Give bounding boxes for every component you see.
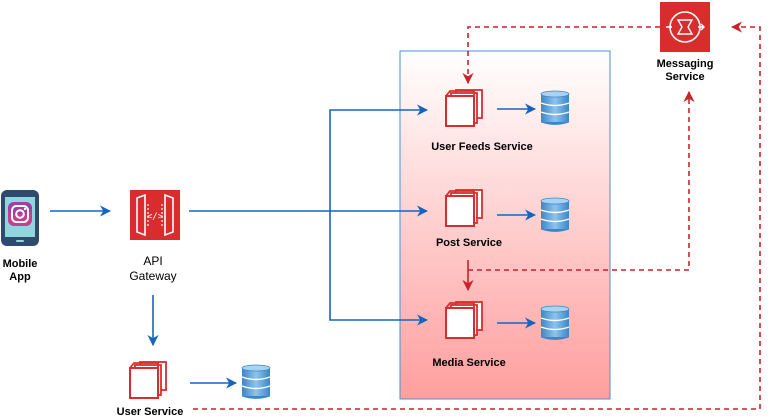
mobile-app-node[interactable]: Mobile App (1, 190, 39, 283)
user-service-node[interactable]: User Service (117, 361, 184, 418)
user-feeds-db-icon (540, 90, 570, 126)
dashed-arrow-messaging-to-user-feeds (462, 26, 660, 85)
messaging-service-node[interactable]: Messaging Service (657, 2, 714, 83)
user-feeds-service-node[interactable]: User Feeds Service (431, 89, 533, 153)
api-gateway-label-line2: Gateway (129, 269, 176, 283)
dashed-arrow-user-service-to-messaging (193, 21, 761, 410)
api-gateway-icon: </> (130, 190, 180, 240)
arrow-gateway-to-user-feeds (329, 104, 429, 211)
user-service-db-icon (241, 364, 271, 400)
mobile-app-label-line2: App (9, 271, 31, 283)
api-gateway-label-line1: API (143, 254, 162, 268)
messaging-service-label-line2: Service (665, 71, 704, 83)
api-gateway-node[interactable]: </> API Gateway (129, 190, 180, 283)
user-feeds-service-label: User Feeds Service (431, 141, 533, 153)
post-service-db-icon (540, 197, 570, 233)
post-service-node[interactable]: Post Service (436, 189, 502, 249)
arrow-gateway-to-media (329, 211, 429, 326)
dashed-arrow-post-to-messaging (468, 90, 695, 271)
instagram-phone-icon (1, 190, 39, 246)
sqs-queue-icon (660, 2, 710, 52)
services-container-box (399, 50, 611, 400)
mobile-app-label-line1: Mobile (3, 258, 38, 270)
media-service-label: Media Service (432, 357, 505, 369)
user-service-label: User Service (117, 406, 184, 418)
svg-text:</>: </> (147, 212, 164, 222)
media-service-db-icon (540, 305, 570, 341)
container-stack-icon (445, 189, 483, 227)
media-service-node[interactable]: Media Service (432, 301, 506, 369)
container-stack-icon (445, 301, 483, 339)
container-stack-icon (445, 89, 483, 127)
container-stack-icon (129, 361, 167, 399)
post-service-label: Post Service (436, 237, 502, 249)
messaging-service-label-line1: Messaging (657, 58, 714, 70)
